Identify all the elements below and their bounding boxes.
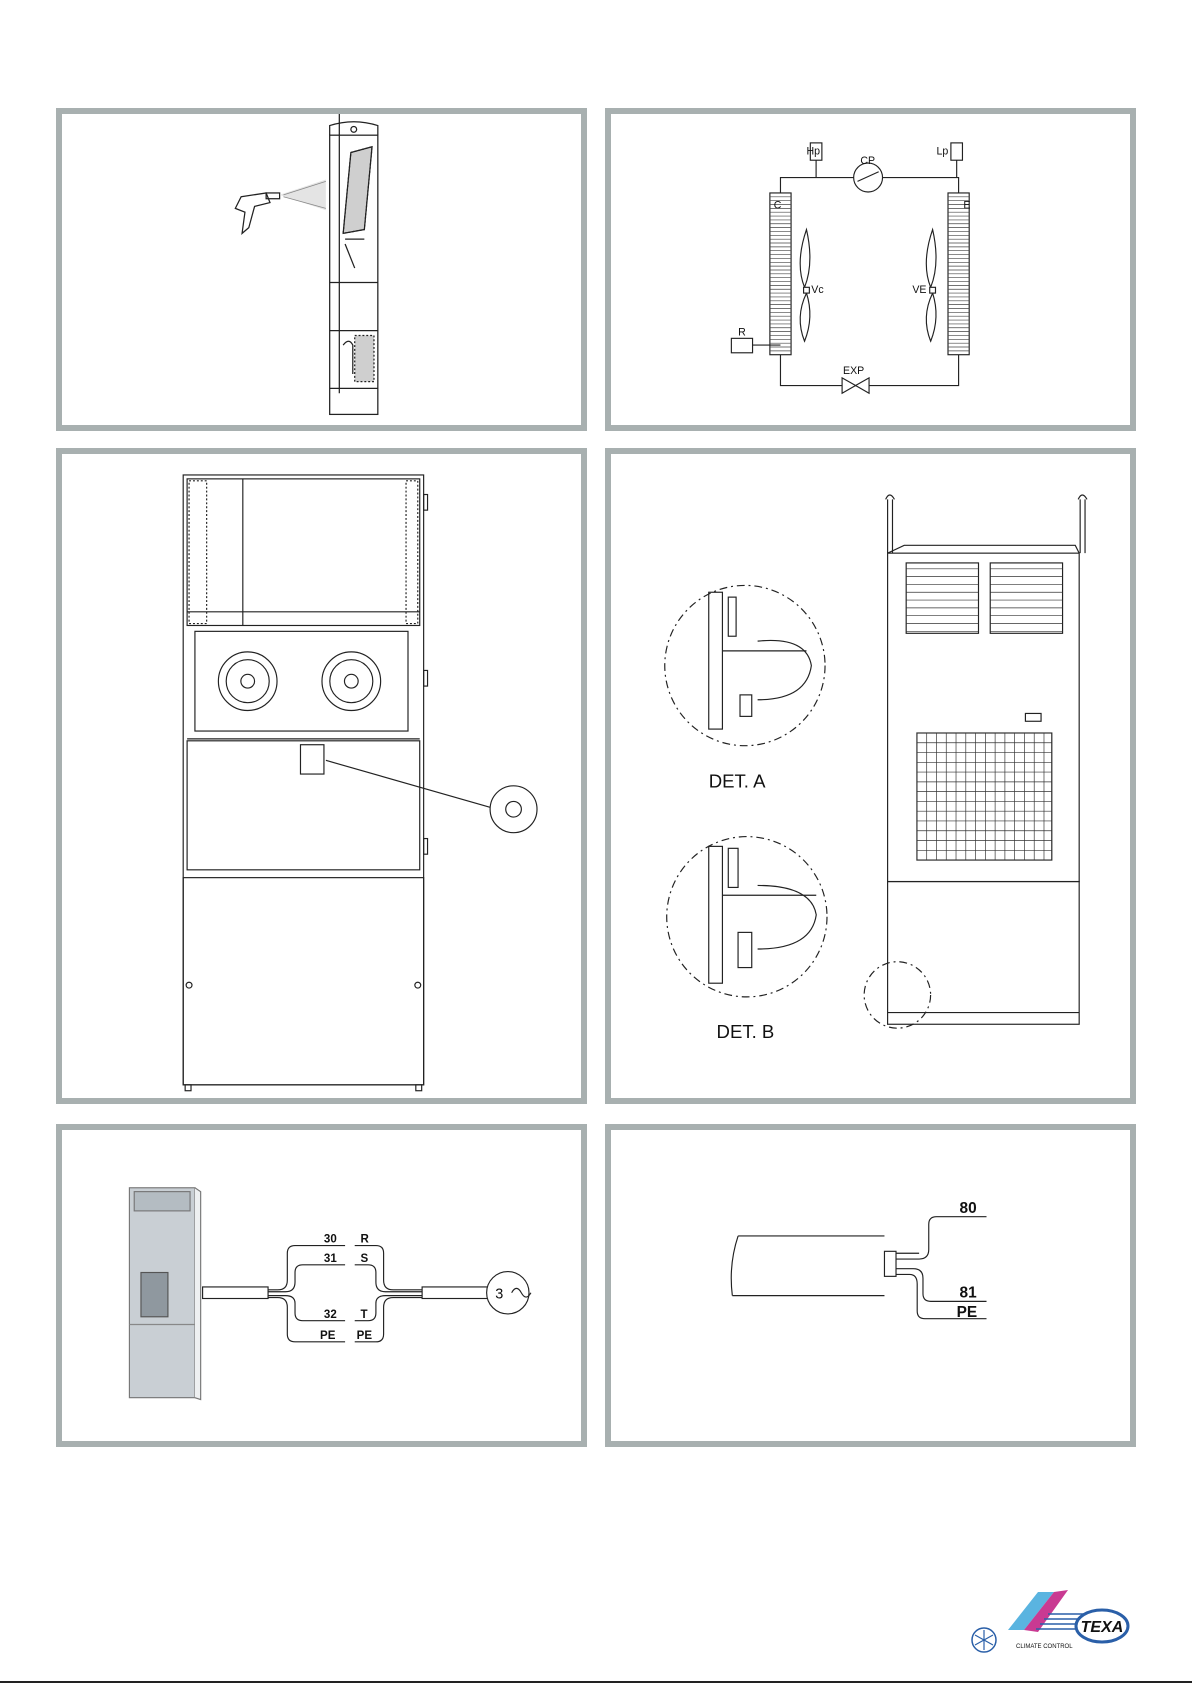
wire-pe-left: PE (320, 1330, 336, 1342)
label-det-b: DET. B (717, 1021, 775, 1042)
label-r: R (738, 326, 746, 338)
logo-tagline: CLIMATE CONTROL (1016, 1644, 1073, 1650)
wire-32: 32 (324, 1309, 337, 1321)
panel-alarm-wiring: 80 81 PE (605, 1124, 1136, 1447)
label-cp: CP (860, 155, 875, 167)
alarm-wiring-diagram: 80 81 PE (611, 1130, 1130, 1441)
label-c: C (774, 199, 782, 211)
drain-details-illustration: DET. A DET. B (611, 454, 1130, 1098)
footer-rule (0, 1681, 1192, 1683)
label-hp: Hp (806, 145, 820, 157)
panel-cleaning (56, 108, 587, 431)
label-vc: Vc (811, 284, 824, 296)
panel-power-wiring: 30 31 32 PE R S T PE 3 (56, 1124, 587, 1447)
logo-brand: TEXA (1081, 1619, 1124, 1636)
label-ve: VE (912, 284, 926, 296)
wire-30: 30 (324, 1234, 337, 1246)
wire-31: 31 (324, 1253, 337, 1265)
label-e: E (963, 199, 970, 211)
label-lp: Lp (936, 145, 948, 157)
alarm-wire-81: 81 (960, 1285, 978, 1302)
panel-internal-view (56, 448, 587, 1104)
alarm-wire-pe: PE (957, 1304, 978, 1321)
wire-t: T (360, 1309, 367, 1321)
phase-label: 3 (495, 1286, 503, 1302)
wire-r: R (360, 1234, 369, 1246)
logo-graphic: TEXA CLIMATE CONTROL (968, 1580, 1138, 1658)
cleaning-illustration (62, 114, 581, 425)
wire-pe-right: PE (357, 1330, 373, 1342)
label-exp: EXP (843, 365, 864, 377)
power-wiring-diagram: 30 31 32 PE R S T PE 3 (62, 1130, 581, 1441)
refrigerant-diagram: Hp CP Lp C E Vc VE R EXP (611, 114, 1130, 425)
panel-drain-details: DET. A DET. B (605, 448, 1136, 1104)
wire-s: S (360, 1253, 368, 1265)
label-det-a: DET. A (709, 771, 766, 792)
panel-refrigerant-circuit: Hp CP Lp C E Vc VE R EXP (605, 108, 1136, 431)
alarm-wire-80: 80 (960, 1200, 977, 1217)
texa-logo: TEXA CLIMATE CONTROL (968, 1580, 1138, 1658)
internal-view-illustration (62, 454, 581, 1098)
